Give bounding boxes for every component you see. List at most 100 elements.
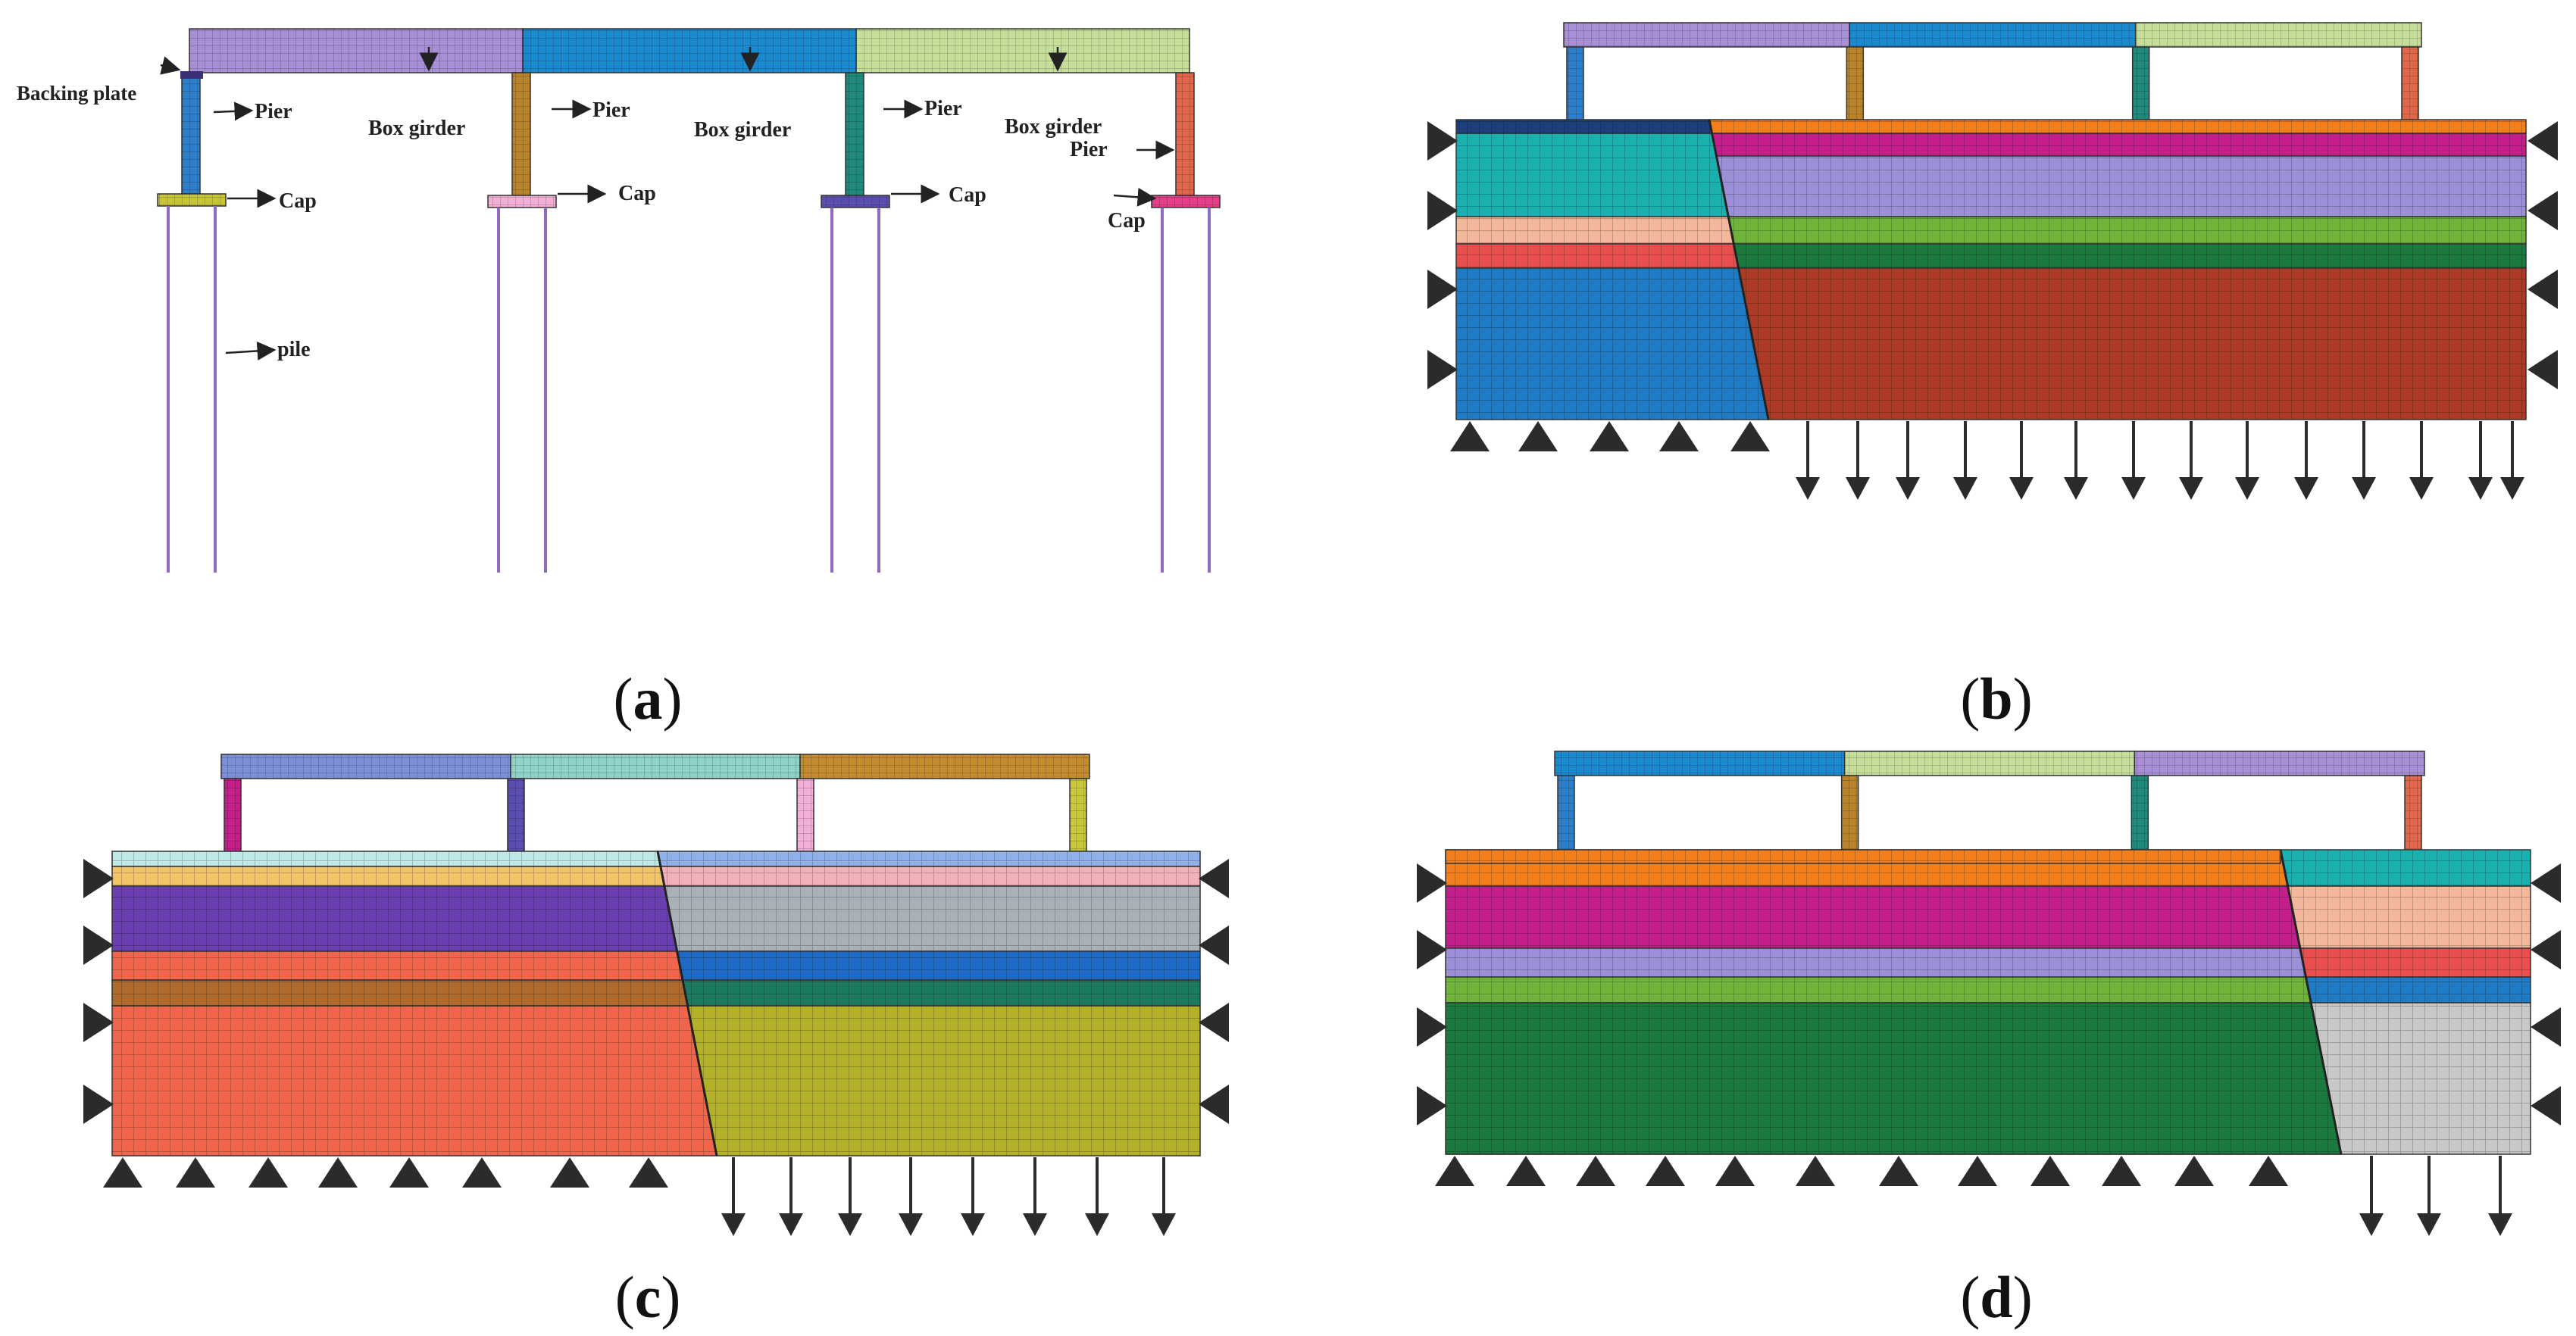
a-label-pier-3: Pier [924, 97, 962, 120]
b-support-left-2 [1427, 191, 1458, 230]
c-soil-right-layer-3-mesh [664, 886, 1200, 951]
a-backing-plate [180, 71, 203, 79]
c-soil-left-layer-4-mesh [112, 951, 683, 980]
d-soil-left-layer-4-mesh [1446, 977, 2312, 1003]
d-pier-4-mesh [2405, 776, 2421, 851]
a-label-cap-4: Cap [1108, 209, 1146, 233]
b-displacement-arrow-14-head [2500, 477, 2524, 500]
c-soil-right-layer-6-mesh [687, 1006, 1200, 1156]
a-label-pier-4: Pier [1070, 138, 1108, 161]
a-cap-1-mesh [158, 194, 226, 206]
c-fault-line [656, 851, 718, 1157]
d-support-bottom-6 [1796, 1156, 1835, 1186]
a-label-cap-3: Cap [949, 183, 986, 207]
d-support-bottom-2 [1506, 1156, 1546, 1186]
d-support-bottom-3 [1576, 1156, 1615, 1186]
panel-c-fault-model [83, 754, 1229, 1236]
b-box-girder-1-mesh [1564, 23, 1850, 47]
a-box-girder-3-mesh [856, 29, 1190, 73]
a-cap-3-mesh [821, 195, 889, 208]
c-soil-left-layer-1-mesh [112, 851, 661, 866]
d-support-right-1 [2531, 863, 2561, 903]
d-support-bottom-10 [2102, 1156, 2141, 1186]
a-pier-4-mesh [1176, 73, 1194, 195]
c-support-bottom-8 [629, 1157, 668, 1188]
b-soil-right-layer-3-mesh [1716, 156, 2526, 217]
b-displacement-arrow-4-head [1953, 477, 1977, 500]
d-soil-right-layer-3-mesh [2299, 948, 2531, 977]
d-support-bottom-1 [1435, 1156, 1474, 1186]
b-support-bottom-2 [1518, 421, 1558, 451]
a-arrow-pier-1 [213, 101, 254, 121]
b-displacement-arrow-1-head [1796, 477, 1820, 500]
a-label-pile: pile [277, 338, 311, 361]
d-support-bottom-9 [2030, 1156, 2070, 1186]
c-support-left-2 [83, 926, 114, 965]
a-label-box-girder-2: Box girder [694, 118, 791, 142]
d-support-bottom-8 [1958, 1156, 1997, 1186]
d-soil-right-layer-2-mesh [2287, 886, 2531, 948]
d-support-bottom-12 [2249, 1156, 2288, 1186]
d-box-girder-1-mesh [1555, 751, 1845, 776]
a-pier-2-mesh [512, 73, 530, 195]
b-displacement-arrow-5-head [2009, 477, 2034, 500]
c-pier-1-mesh [224, 779, 241, 853]
c-soil-right-layer-4-mesh [677, 951, 1200, 980]
a-arrow-backing-plate [160, 56, 181, 75]
d-support-bottom-11 [2174, 1156, 2214, 1186]
d-box-girder-3-mesh [2134, 751, 2424, 776]
d-soil-left-layer-5-mesh [1446, 1003, 2341, 1154]
d-soil-right-layer-5-mesh [2311, 1003, 2531, 1154]
d-pier-3-mesh [2131, 776, 2149, 851]
d-support-bottom-5 [1715, 1156, 1755, 1186]
a-label-box-girder-1: Box girder [368, 117, 465, 140]
panel-b-fault-model [1427, 22, 2558, 500]
b-soil-right-layer-6-mesh [1738, 268, 2526, 420]
b-support-right-4 [2528, 350, 2558, 389]
caption-c: (c) [614, 1264, 681, 1330]
c-support-right-3 [1199, 1003, 1229, 1042]
c-support-bottom-5 [389, 1157, 429, 1188]
b-support-bottom-4 [1659, 421, 1699, 451]
b-displacement-arrow-9-head [2235, 477, 2259, 500]
a-arrow-cap-4 [1113, 187, 1157, 207]
c-support-bottom-4 [318, 1157, 358, 1188]
a-label-pier-2: Pier [592, 98, 630, 122]
b-displacement-arrow-11-head [2352, 477, 2376, 500]
b-pier-2-mesh [1846, 47, 1864, 121]
caption-d: (d) [1960, 1264, 2033, 1330]
d-support-right-3 [2531, 1007, 2561, 1047]
a-label-backing-plate: Backing plate [17, 82, 136, 105]
b-displacement-arrow-13-head [2468, 477, 2493, 500]
b-support-bottom-1 [1450, 421, 1490, 451]
d-pier-2-mesh [1841, 776, 1859, 851]
c-displacement-arrow-5-head [961, 1213, 985, 1236]
b-fault-line [1708, 119, 1770, 420]
d-pier-1-mesh [1558, 776, 1574, 851]
d-displacement-arrow-2-head [2417, 1213, 2441, 1236]
a-pier-1-mesh [182, 73, 200, 194]
c-displacement-arrow-8-head [1152, 1213, 1176, 1236]
b-soil-left-layer-5-mesh [1456, 268, 1768, 420]
d-fault-line [2279, 849, 2343, 1155]
d-soil-left-layer-3-mesh [1446, 948, 2306, 977]
d-support-left-1 [1417, 863, 1447, 903]
d-soil-left-layer-2-mesh [1446, 886, 2300, 948]
c-support-bottom-7 [550, 1157, 589, 1188]
c-soil-right-layer-2-mesh [660, 866, 1200, 886]
c-displacement-arrow-1-head [721, 1213, 746, 1236]
b-pier-1-mesh [1567, 47, 1583, 121]
b-soil-left-layer-4-mesh [1456, 244, 1739, 268]
b-displacement-arrow-7-head [2121, 477, 2146, 500]
c-support-right-2 [1199, 926, 1229, 965]
c-support-left-4 [83, 1085, 114, 1124]
b-pier-3-mesh [2132, 47, 2149, 121]
b-displacement-arrow-10-head [2294, 477, 2318, 500]
d-support-left-3 [1417, 1007, 1447, 1047]
a-label-cap-2: Cap [618, 182, 656, 205]
b-displacement-arrow-12-head [2409, 477, 2434, 500]
b-soil-left-layer-3-mesh [1456, 217, 1734, 244]
b-support-left-1 [1427, 121, 1458, 161]
b-soil-left-layer-2-mesh [1456, 133, 1729, 217]
